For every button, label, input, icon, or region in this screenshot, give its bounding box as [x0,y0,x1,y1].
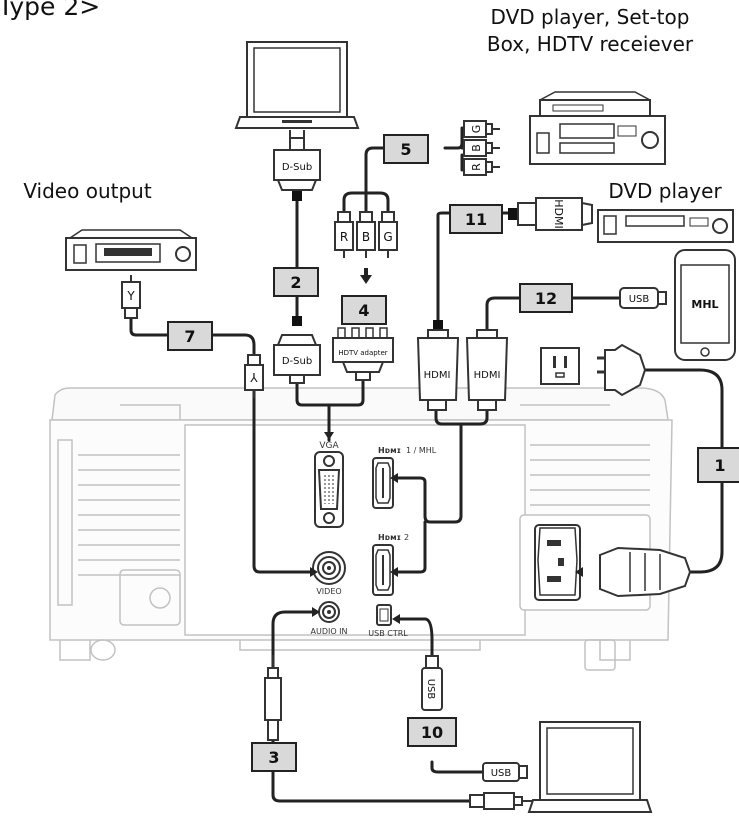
hdmi1-port [372,457,394,509]
mhl-phone-label: MHL [691,298,718,311]
hdmi-plug-right: HDMI [465,329,509,411]
video-output-label: Video output [23,179,152,203]
hdmi2-logo: Hᴅᴍɪ [378,533,401,542]
video-port [312,551,346,585]
svg-text:5: 5 [400,140,411,159]
hdmi-plug-dvd: HDMI [508,197,593,231]
svg-text:10: 10 [421,723,443,742]
rca-y-top-label: Y [126,289,135,303]
cable-badge-5: 5 [383,134,429,164]
power-plug-wall [597,343,647,397]
projector-vents-left [78,454,180,576]
rca-y-bottom-label: Y [250,370,259,384]
dvd-settop-hdtv-label: DVD player, Set-top Box, HDTV receiever [486,5,694,56]
usb-plug-laptop: USB [482,762,528,782]
dvd-player-label: DVD player [608,179,722,203]
hdtv-adapter: HDTV adapter [332,327,394,381]
usb-mhl-label: USB [629,294,650,305]
hdmi1-port-label: 1 / MHL [406,446,437,455]
hdmi-right-label: HDMI [474,370,501,381]
cable-badge-4: 4 [341,295,387,325]
audio-in-port-label: AUDIO IN [310,627,347,636]
settop-box-device [529,91,666,165]
cable-badge-1: 1 [697,447,739,483]
cable-badge-12: 12 [519,283,573,313]
svg-text:12: 12 [535,289,557,308]
svg-text:4: 4 [358,301,369,320]
dsub-bottom-label: D-Sub [282,356,312,367]
usb-ctrl-port [376,604,392,626]
rca-rbg-plugs: R B G [334,211,398,258]
hdmi1-logo: Hᴅᴍɪ [378,446,401,455]
usb-plug-mhl: USB [619,287,667,309]
hdmi2-port-label: 2 [404,533,409,542]
audio-jack-plug [264,655,282,741]
rca-side-plugs: G B R [463,120,500,176]
dvd-player-device [597,209,734,243]
ac-power-socket [534,524,581,601]
svg-text:11: 11 [465,210,487,229]
laptop-bottom [527,721,653,813]
wall-outlet [540,347,580,385]
rca-side-b-label: B [470,144,483,152]
diagram-title: Type 2> [0,0,101,21]
usb-ctrl-port-label: USB CTRL [368,629,408,638]
rca-y-plug-top: Y [121,275,141,319]
power-plug-projector [599,546,692,598]
cable-badge-7: 7 [167,321,213,351]
arrowheads [310,268,583,624]
rca-y-plug-bottom: Y [244,354,264,398]
audio-in-port [318,601,340,623]
smartphone-mhl: MHL [674,249,736,361]
rca-r-label: R [340,230,348,244]
port-panel: VGA Hᴅᴍɪ 1 / MHL Hᴅᴍɪ 2 [310,441,436,638]
dsub-top-label: D-Sub [282,162,312,173]
vga-port-label: VGA [319,441,339,451]
laptop-top [234,41,360,129]
video-port-label: VIDEO [316,587,341,596]
hdmi2-port [372,544,394,596]
rca-g-label: G [383,230,392,244]
hdtv-adapter-label: HDTV adapter [338,349,387,357]
cable-badge-2: 2 [273,267,319,297]
cable-badges: 5 2 4 11 12 7 1 10 [167,134,739,772]
dsub-connector-bottom: D-Sub [273,316,321,384]
rca-side-g-label: G [470,125,483,134]
svg-text:1: 1 [714,456,725,475]
usb-plug-vertical: USB [421,655,443,711]
video-output-device [65,229,197,271]
cable-badge-3: 3 [251,742,297,772]
svg-text:2: 2 [290,273,301,292]
projector-vents-right [530,444,650,506]
cable-badge-11: 11 [449,204,503,234]
cable-badge-10: 10 [407,717,457,747]
usb-vertical-label: USB [425,679,436,700]
audio-jack-plug-laptop [469,792,534,810]
rca-b-label: B [362,230,370,244]
projector [49,387,673,671]
dsub-connector-top: D-Sub [273,130,321,201]
svg-text:7: 7 [184,327,195,346]
hdmi-plug-top-label: HDMI [552,199,565,228]
hdmi-left-label: HDMI [424,370,451,381]
vga-port [314,451,344,528]
usb-laptop-label: USB [491,768,512,779]
svg-text:3: 3 [268,748,279,767]
rca-side-r-label: R [470,163,483,171]
hdmi-plug-left: HDMI [416,320,460,411]
